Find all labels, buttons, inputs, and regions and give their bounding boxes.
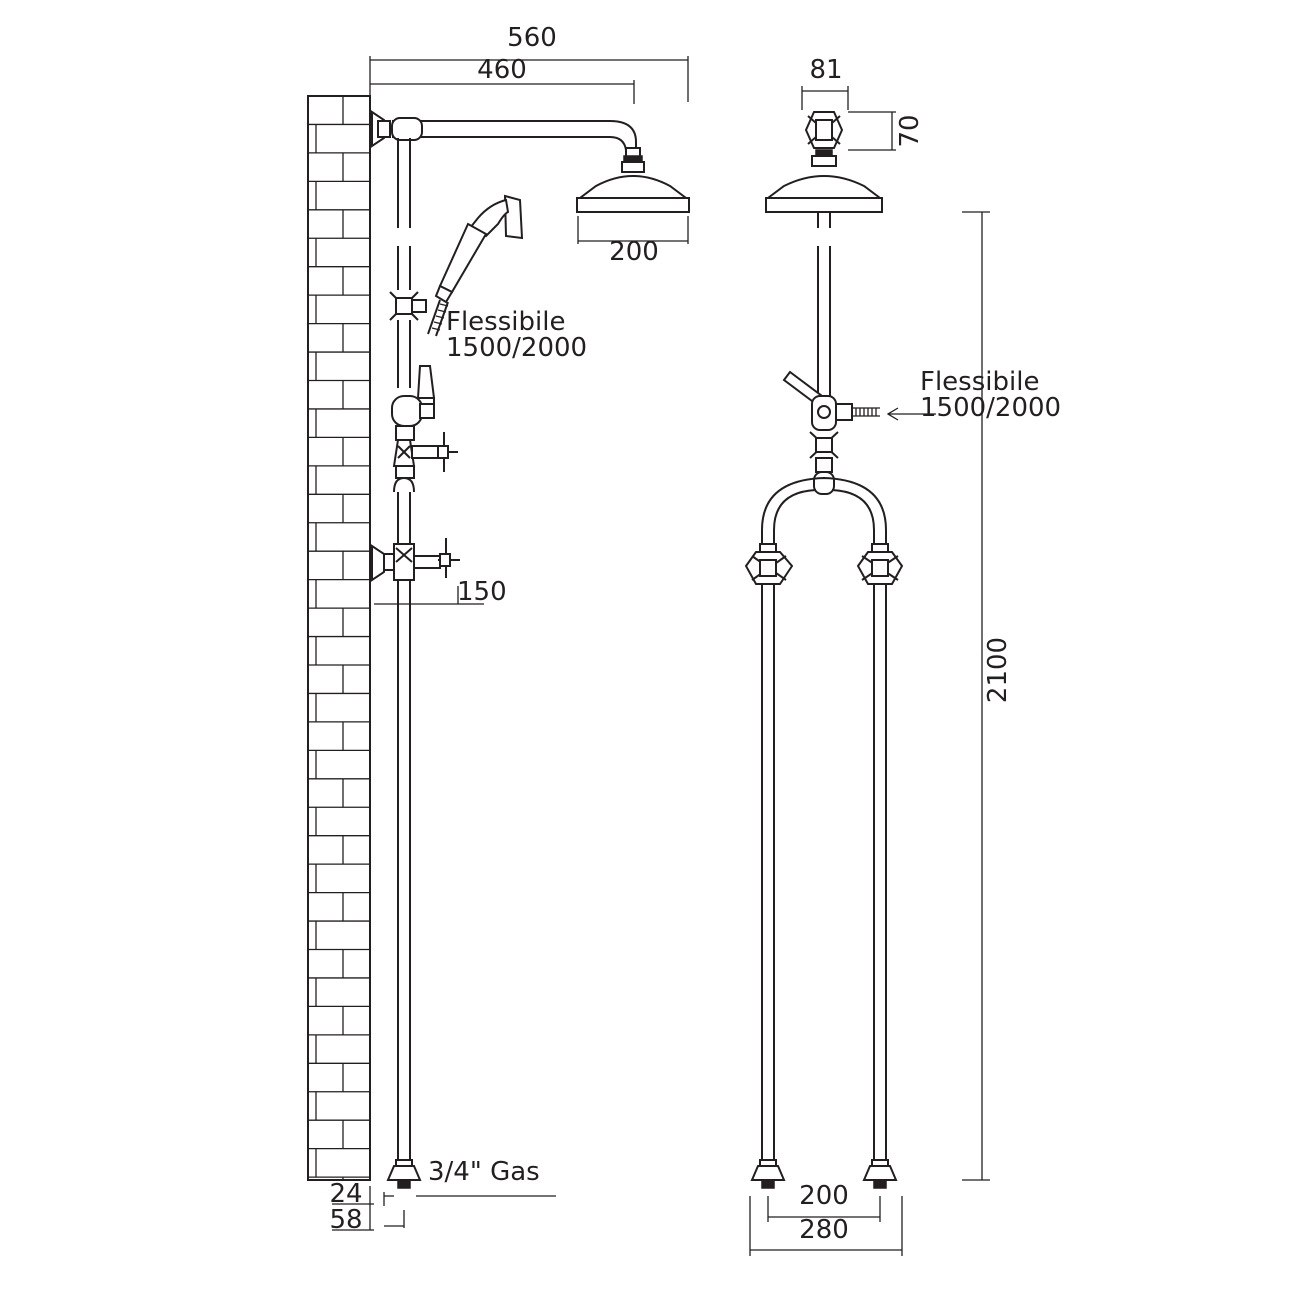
arm-union bbox=[391, 117, 423, 141]
lower-cross-valve bbox=[383, 538, 460, 581]
brick-wall bbox=[307, 95, 371, 1181]
dim-24-label: 24 bbox=[329, 1179, 362, 1209]
dim-200-base-label: 200 bbox=[799, 1181, 849, 1211]
flange-nut-top bbox=[377, 120, 391, 138]
front-shower-head-rim bbox=[765, 197, 883, 213]
front-shower-head-dome bbox=[765, 175, 883, 199]
shower-arm-bottom bbox=[392, 136, 627, 151]
front-right-floor-flange bbox=[862, 1159, 898, 1189]
u-bend-inner bbox=[773, 489, 875, 544]
hose-right-label-1: Flessibile bbox=[920, 367, 1039, 397]
front-right-hex-valve bbox=[856, 543, 904, 585]
riser-bend bbox=[393, 476, 415, 493]
mixer-body bbox=[391, 395, 458, 479]
dim-560-label: 560 bbox=[507, 23, 557, 53]
front-left-floor-flange bbox=[750, 1159, 786, 1189]
wall-flange-bottom bbox=[371, 544, 385, 582]
u-bend-outer bbox=[761, 476, 887, 544]
dim-58-label: 58 bbox=[329, 1205, 362, 1235]
hose-spring-left bbox=[427, 299, 449, 337]
dim-200-head-label: 200 bbox=[609, 237, 659, 267]
front-view bbox=[744, 111, 904, 1189]
shower-head-dome bbox=[577, 175, 689, 199]
shower-arm-top bbox=[392, 120, 637, 150]
hose-left-label-2: 1500/2000 bbox=[446, 333, 587, 363]
side-view bbox=[371, 110, 690, 1189]
shower-head-rim bbox=[576, 197, 690, 213]
head-neck-nut bbox=[621, 161, 645, 173]
front-left-leg bbox=[761, 583, 775, 1161]
dim-2100-label: 2100 bbox=[983, 637, 1013, 703]
dim-460-label: 460 bbox=[477, 55, 527, 85]
dim-70-label: 70 bbox=[895, 114, 925, 147]
top-cross-valve bbox=[804, 111, 844, 167]
front-mixer-body bbox=[809, 395, 880, 495]
holder-cross-valve bbox=[389, 291, 427, 321]
dim-81-label: 81 bbox=[809, 55, 842, 85]
front-left-hex-valve bbox=[744, 543, 794, 585]
dim-150-label: 150 bbox=[457, 577, 507, 607]
wall-outline bbox=[307, 95, 371, 1181]
hose-left-label-1: Flessibile bbox=[446, 307, 565, 337]
dim-280-label: 280 bbox=[799, 1215, 849, 1245]
dimension-lines bbox=[332, 56, 990, 1256]
hose-right-label-2: 1500/2000 bbox=[920, 393, 1061, 423]
gas-label: 3/4" Gas bbox=[428, 1157, 540, 1187]
floor-flange-side bbox=[386, 1159, 422, 1189]
hand-shower bbox=[434, 194, 524, 304]
front-right-leg bbox=[873, 583, 887, 1161]
